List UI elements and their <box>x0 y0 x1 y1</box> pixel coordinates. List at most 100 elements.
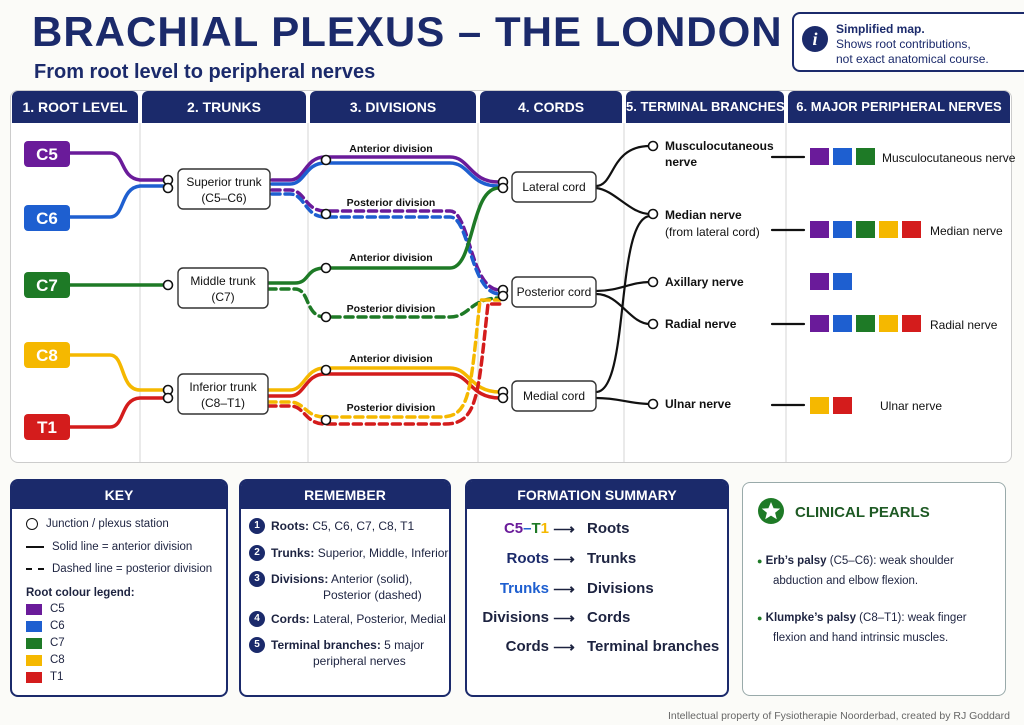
dashed-line-icon <box>26 568 44 570</box>
root-label-t1: T1 <box>37 418 57 437</box>
sup-ant-c6 <box>270 161 502 188</box>
legend-c8: C8 <box>26 654 65 666</box>
root-label-c8: C8 <box>36 346 58 365</box>
formation-row: Roots ⟶ Trunks <box>467 550 727 570</box>
key-dashed: Dashed line = posterior division <box>26 563 212 575</box>
swatch-c7 <box>26 637 42 649</box>
pearls-title: CLINICAL PEARLS <box>795 504 930 521</box>
root-square-radial-c8 <box>879 315 898 332</box>
posterior-to-axillary <box>594 280 652 293</box>
terminal-musculo-2: nerve <box>665 155 697 169</box>
remember-item-bold: Divisions: <box>271 572 329 586</box>
root-square-median-c8 <box>879 221 898 238</box>
terminal-ulnar: Ulnar nerve <box>665 397 731 411</box>
root-square-median-c6 <box>833 221 852 238</box>
root-line-c6 <box>66 184 170 219</box>
medial-to-median <box>594 214 652 394</box>
number-badge: 3 <box>249 571 265 587</box>
remember-title: REMEMBER <box>241 481 449 509</box>
middle-trunk-roots: (C7) <box>211 290 234 304</box>
c5-t1-part-2: – <box>523 520 532 537</box>
arrow-icon: ⟶ <box>553 551 575 568</box>
bullet-icon: ● <box>757 556 763 566</box>
root-square-musculocutaneous-c5 <box>810 148 829 165</box>
remember-item-bold: Cords: <box>271 612 310 626</box>
column-header-roots: 1. ROOT LEVEL <box>12 91 138 123</box>
clinical-pearls-panel: CLINICAL PEARLS ● Erb’s palsy (C5–C6): w… <box>742 482 1006 696</box>
pearl-klumpke-bold: Klumpke’s palsy <box>765 612 856 624</box>
junction-icon <box>26 518 38 530</box>
superior-trunk-name: Superior trunk <box>186 175 262 189</box>
terminal-median-2: (from lateral cord) <box>665 225 760 239</box>
column-header-peripheral: 6. MAJOR PERIPHERAL NERVES <box>788 91 1010 123</box>
page-subtitle: From root level to peripheral nerves <box>34 61 376 83</box>
root-square-ulnar-t1 <box>833 397 852 414</box>
column-header-trunks: 2. TRUNKS <box>142 91 306 123</box>
c5-t1-part-4: 1 <box>540 520 549 537</box>
sup-post-c6 <box>270 192 502 296</box>
bullet-icon: ● <box>757 613 763 623</box>
root-box-c6 <box>24 205 70 231</box>
key-junction: Junction / plexus station <box>26 518 169 530</box>
root-square-radial-c7 <box>856 315 875 332</box>
peripheral-radial-label: Radial nerve <box>930 318 998 332</box>
number-badge: 5 <box>249 637 265 653</box>
root-line-c5 <box>66 151 170 182</box>
inferior-trunk-roots: (C8–T1) <box>201 396 245 410</box>
posterior-cord-label: Posterior cord <box>517 285 592 299</box>
arrow-icon: ⟶ <box>553 521 575 538</box>
key-title: KEY <box>12 481 226 509</box>
posterior-to-radial <box>594 292 652 326</box>
solid-line-icon <box>26 546 44 548</box>
legend-c6-label: C6 <box>50 620 65 632</box>
mid-anterior-label: Anterior division <box>349 252 432 264</box>
swatch-c8 <box>26 654 42 666</box>
arrow-icon: ⟶ <box>553 639 575 656</box>
note-line-3: not exact anatomical course. <box>836 52 989 66</box>
plexus-map: C5 C6 C7 C8 T1 Superior trunk (C5–C6) <box>24 123 1016 462</box>
info-icon: i <box>802 26 828 52</box>
number-badge: 4 <box>249 611 265 627</box>
note-bold: Simplified map. <box>836 22 925 36</box>
mid-posterior-label: Posterior division <box>347 303 436 315</box>
formation-panel: FORMATION SUMMARY C5–T1 ⟶ Roots Roots ⟶ … <box>465 479 729 697</box>
root-label-c6: C6 <box>36 209 58 228</box>
remember-item-text: Lateral, Posterior, Medial <box>313 612 446 626</box>
lateral-to-musculo <box>594 144 652 188</box>
number-badge: 2 <box>249 545 265 561</box>
root-box-c5 <box>24 141 70 167</box>
formation-title: FORMATION SUMMARY <box>467 481 727 509</box>
sup-ant-c5 <box>270 155 502 184</box>
remember-item-text: 5 major <box>384 638 425 652</box>
root-square-ulnar-c8 <box>810 397 829 414</box>
medial-cord-label: Medial cord <box>523 389 585 403</box>
root-square-median-c7 <box>856 221 875 238</box>
root-label-c5: C5 <box>36 145 58 164</box>
root-square-musculocutaneous-c7 <box>856 148 875 165</box>
remember-item-bold: Roots: <box>271 519 309 533</box>
formation-right: Roots <box>587 520 630 537</box>
inf-posterior-label: Posterior division <box>347 402 436 414</box>
terminal-axillary: Axillary nerve <box>665 275 744 289</box>
remember-item-bold: Terminal branches: <box>271 638 381 652</box>
key-dashed-text: Dashed line = posterior division <box>52 563 213 575</box>
c5-t1-part-3: T <box>531 520 541 537</box>
column-header-cords: 4. CORDS <box>480 91 622 123</box>
root-box-c7 <box>24 272 70 298</box>
footer-credit: Intellectual property of Fysiotherapie N… <box>667 710 1010 722</box>
terminal-radial: Radial nerve <box>665 317 737 331</box>
inferior-trunk-name: Inferior trunk <box>189 380 257 394</box>
root-square-axillary-c6 <box>833 273 852 290</box>
remember-item-bold: Trunks: <box>271 546 315 560</box>
formation-right: Divisions <box>587 580 654 597</box>
swatch-c5 <box>26 603 42 615</box>
key-junction-text: Junction / plexus station <box>46 518 169 530</box>
pearl-klumpke-text-2: flexion and hand intrinsic muscles. <box>773 632 949 644</box>
terminal-musculo-1: Musculocutaneous <box>665 139 774 153</box>
root-line-c8 <box>66 353 170 392</box>
sup-post-c5 <box>270 188 502 292</box>
